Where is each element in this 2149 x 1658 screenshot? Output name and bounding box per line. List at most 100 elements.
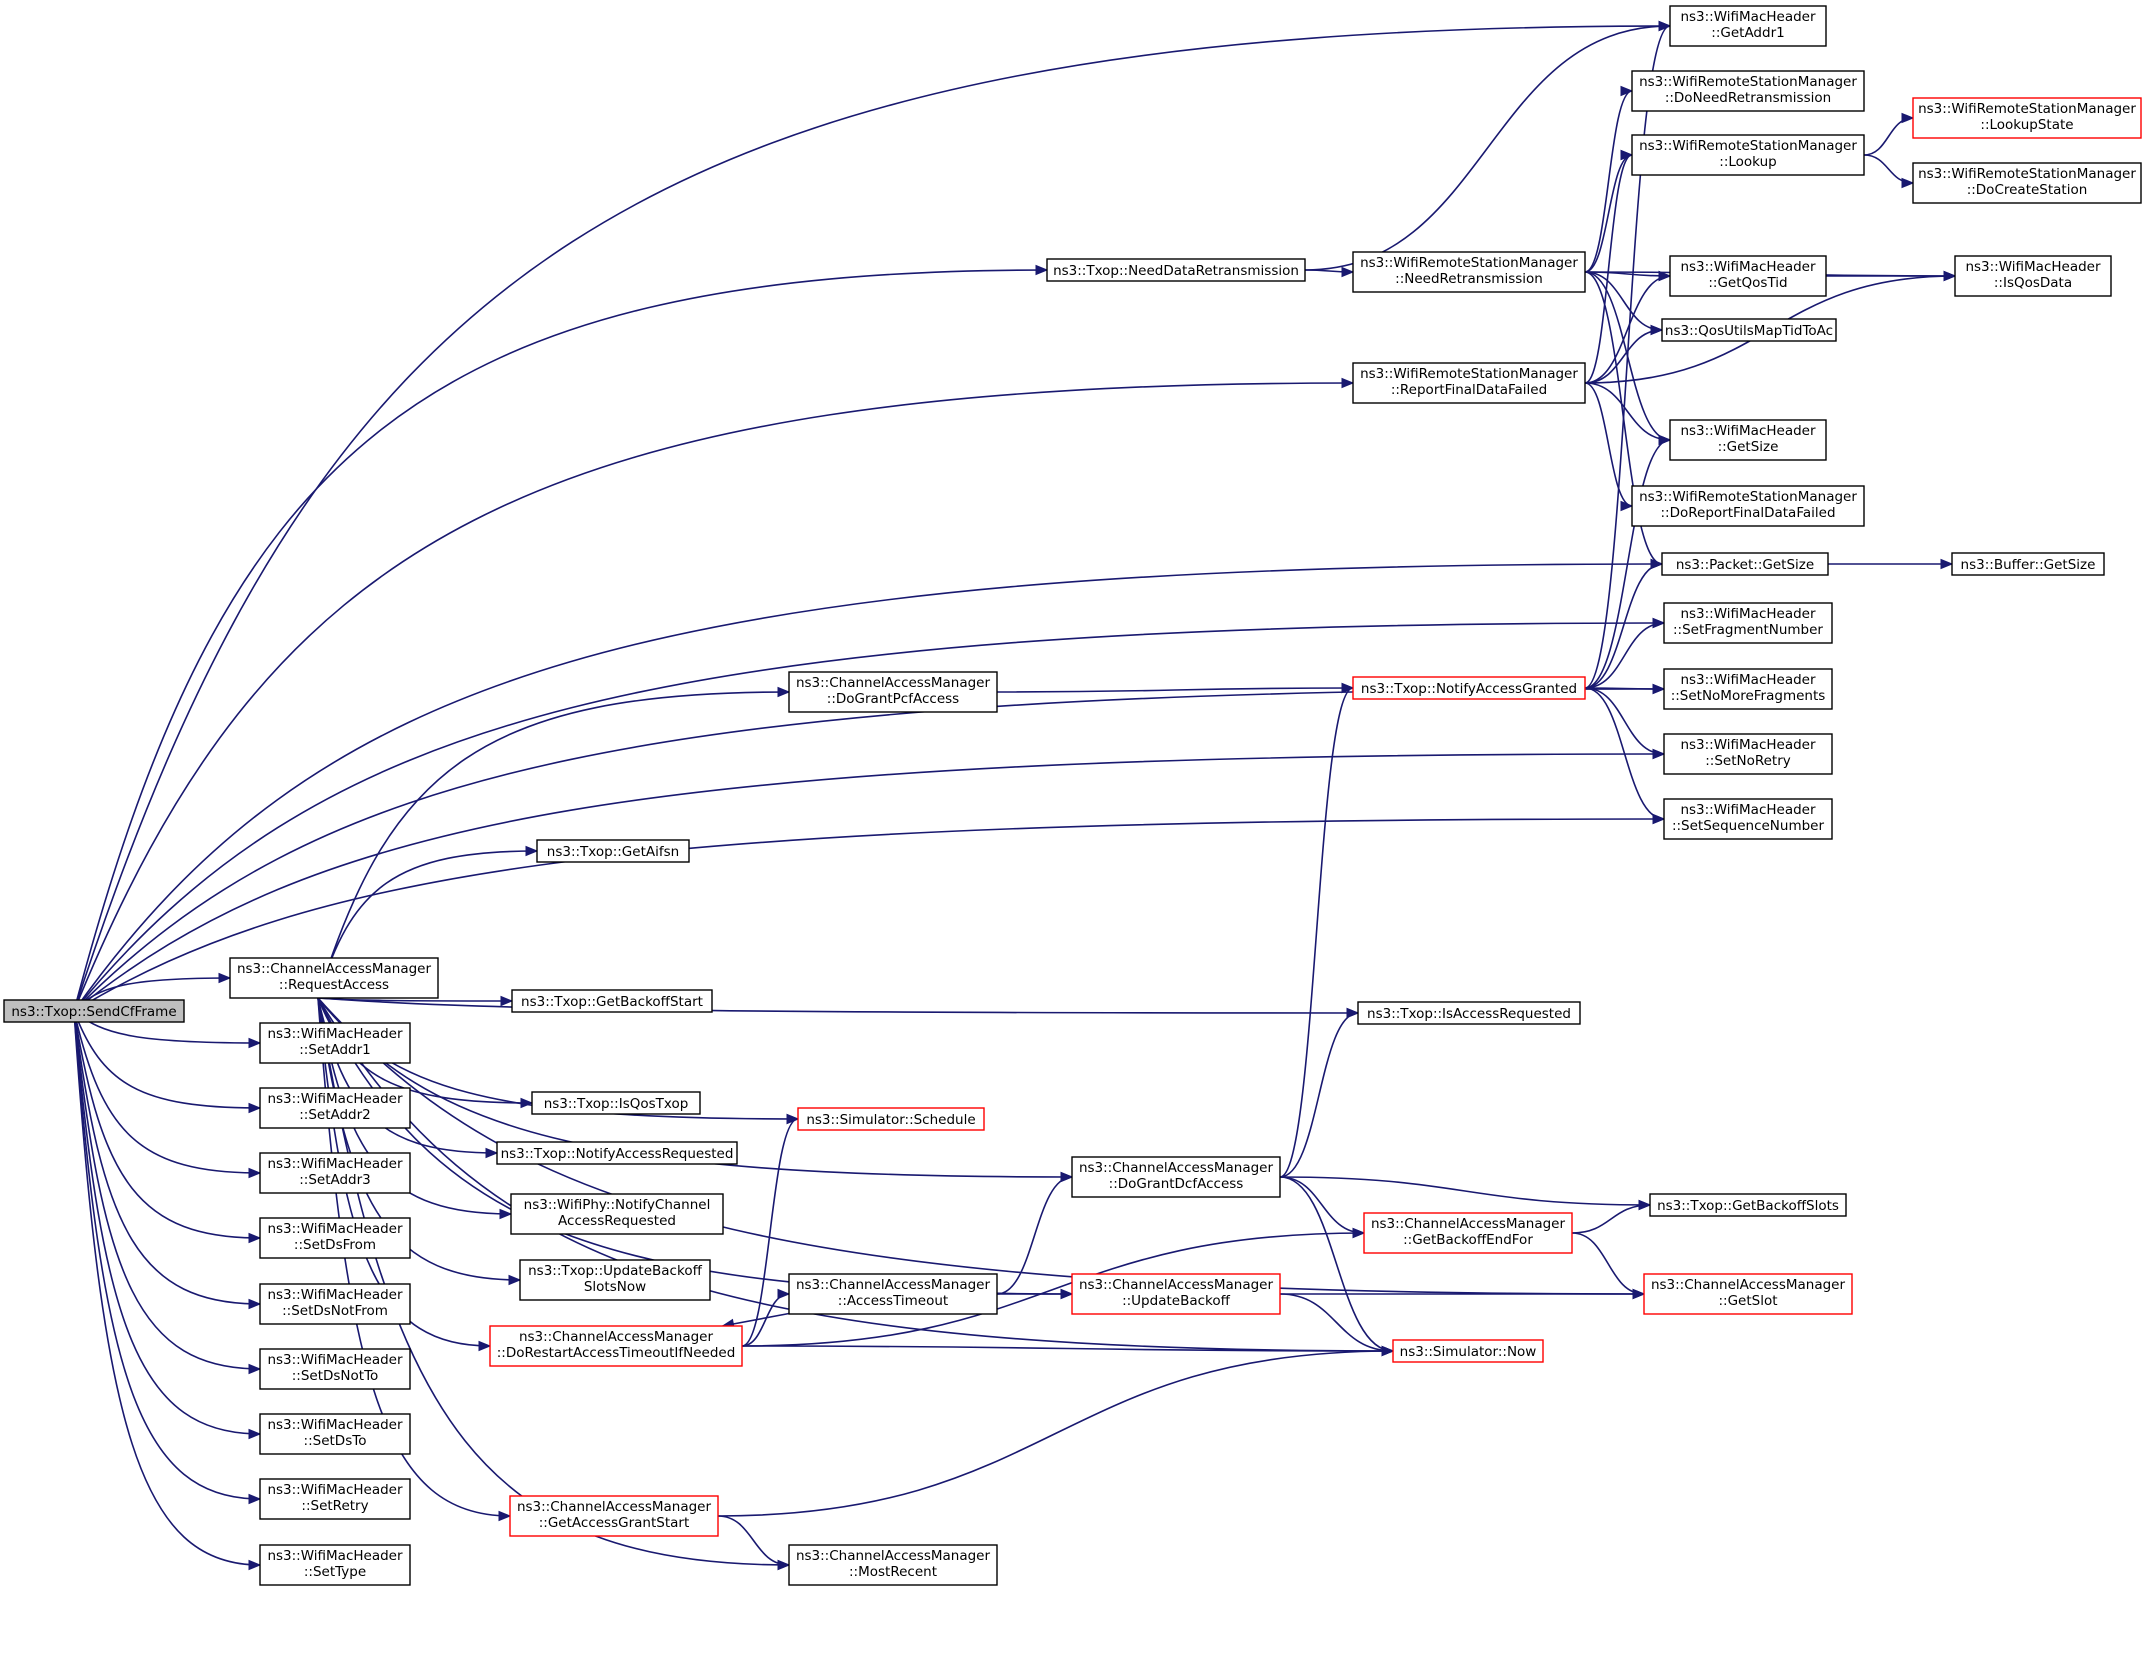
node-label: ns3::Txop::GetBackoffSlots <box>1657 1198 1839 1214</box>
node-qosutils[interactable]: ns3::QosUtilsMapTidToAc <box>1661 318 1837 342</box>
node-lookupstate[interactable]: ns3::WifiRemoteStationManager::LookupSta… <box>1912 97 2142 139</box>
node-setseq[interactable]: ns3::WifiMacHeader::SetSequenceNumber <box>1663 798 1833 840</box>
arrowhead-icon <box>248 1298 262 1310</box>
call-edge-lookup-to-docreate <box>1863 154 1914 184</box>
node-dograntpcf[interactable]: ns3::ChannelAccessManager::DoGrantPcfAcc… <box>788 671 998 713</box>
node-setretry[interactable]: ns3::WifiMacHeader::SetRetry <box>259 1478 411 1520</box>
call-edge-notifygranted-to-hdrgetsize <box>1584 439 1671 689</box>
node-label: ns3::WifiMacHeader <box>1680 802 1816 818</box>
node-label: ::MostRecent <box>849 1564 937 1580</box>
node-setnoretry[interactable]: ns3::WifiMacHeader::SetNoRetry <box>1663 733 1833 775</box>
node-needdata[interactable]: ns3::Txop::NeedDataRetransmission <box>1046 258 1306 282</box>
node-phynotify[interactable]: ns3::WifiPhy::NotifyChannelAccessRequest… <box>510 1193 724 1235</box>
node-label: ns3::Txop::IsQosTxop <box>544 1096 689 1112</box>
node-box <box>1363 1212 1573 1254</box>
node-reportfinal[interactable]: ns3::WifiRemoteStationManager::ReportFin… <box>1352 362 1586 404</box>
call-edge-sendcf-to-setaddr3 <box>73 1010 261 1174</box>
arrowhead-icon <box>248 1559 262 1571</box>
node-pktgetsize[interactable]: ns3::Packet::GetSize <box>1661 552 1829 576</box>
node-box <box>1951 552 2105 576</box>
arrowhead-icon <box>1652 617 1666 629</box>
node-getaddr1[interactable]: ns3::WifiMacHeader::GetAddr1 <box>1669 5 1827 47</box>
node-box <box>1661 318 1837 342</box>
node-simnow[interactable]: ns3::Simulator::Now <box>1392 1339 1544 1363</box>
node-box <box>1352 251 1586 293</box>
node-label: ns3::WifiRemoteStationManager <box>1360 255 1578 271</box>
node-setfrag[interactable]: ns3::WifiMacHeader::SetFragmentNumber <box>1663 602 1833 644</box>
node-mostrecent[interactable]: ns3::ChannelAccessManager::MostRecent <box>788 1544 998 1586</box>
call-edge-dograntdcf-to-isaccessreq <box>1279 1012 1359 1178</box>
node-dograntdcf[interactable]: ns3::ChannelAccessManager::DoGrantDcfAcc… <box>1071 1156 1281 1198</box>
node-sendcf[interactable]: ns3::Txop::SendCfFrame <box>3 999 185 1023</box>
node-label: ::SetNoRetry <box>1705 753 1791 769</box>
node-label: ::DoNeedRetransmission <box>1665 90 1831 106</box>
node-box <box>229 957 439 999</box>
node-box <box>511 989 713 1013</box>
node-setaddr1[interactable]: ns3::WifiMacHeader::SetAddr1 <box>259 1022 411 1064</box>
node-label: ::DoRestartAccessTimeoutIfNeeded <box>497 1345 736 1361</box>
node-lookup[interactable]: ns3::WifiRemoteStationManager::Lookup <box>1631 134 1865 176</box>
node-box <box>1663 602 1833 644</box>
node-label: ::SetAddr2 <box>299 1107 371 1123</box>
node-setaddr3[interactable]: ns3::WifiMacHeader::SetAddr3 <box>259 1152 411 1194</box>
node-getbackoffstart[interactable]: ns3::Txop::GetBackoffStart <box>511 989 713 1013</box>
arrowhead-icon <box>525 845 539 857</box>
node-setdsto[interactable]: ns3::WifiMacHeader::SetDsTo <box>259 1413 411 1455</box>
node-box <box>1071 1273 1281 1315</box>
node-doreportfinal[interactable]: ns3::WifiRemoteStationManager::DoReportF… <box>1631 485 1865 527</box>
node-isqostxop[interactable]: ns3::Txop::IsQosTxop <box>531 1091 701 1115</box>
node-hdrgetsize[interactable]: ns3::WifiMacHeader::GetSize <box>1669 419 1827 461</box>
call-edge-updatebackoff-to-simnow <box>1279 1293 1394 1352</box>
arrowhead-icon <box>1940 558 1954 570</box>
node-docreate[interactable]: ns3::WifiRemoteStationManager::DoCreateS… <box>1912 162 2142 204</box>
node-label: ns3::Txop::NotifyAccessRequested <box>501 1146 734 1162</box>
node-requestaccess[interactable]: ns3::ChannelAccessManager::RequestAccess <box>229 957 439 999</box>
node-getbackoffend[interactable]: ns3::ChannelAccessManager::GetBackoffEnd… <box>1363 1212 1573 1254</box>
node-box <box>1669 5 1827 47</box>
node-isaccessreq[interactable]: ns3::Txop::IsAccessRequested <box>1357 1001 1581 1025</box>
node-needretx[interactable]: ns3::WifiRemoteStationManager::NeedRetra… <box>1352 251 1586 293</box>
node-setdsfrom[interactable]: ns3::WifiMacHeader::SetDsFrom <box>259 1217 411 1259</box>
node-setnomore[interactable]: ns3::WifiMacHeader::SetNoMoreFragments <box>1663 668 1833 710</box>
arrowhead-icon <box>248 1037 262 1049</box>
node-bufgetsize[interactable]: ns3::Buffer::GetSize <box>1951 552 2105 576</box>
node-label: ns3::WifiMacHeader <box>267 1287 403 1303</box>
arrowhead-icon <box>1060 1288 1074 1300</box>
node-box <box>259 1413 411 1455</box>
node-label: ns3::WifiMacHeader <box>267 1417 403 1433</box>
call-edge-dograntpcf-to-notifygranted <box>996 687 1354 693</box>
node-box <box>519 1259 711 1301</box>
call-edge-sendcf-to-setdsnotfrom <box>73 1010 261 1305</box>
node-settype[interactable]: ns3::WifiMacHeader::SetType <box>259 1544 411 1586</box>
node-notifyaccreq[interactable]: ns3::Txop::NotifyAccessRequested <box>496 1141 738 1165</box>
node-accesstimeout[interactable]: ns3::ChannelAccessManager::AccessTimeout <box>788 1273 998 1315</box>
node-label: ns3::Simulator::Now <box>1400 1344 1537 1360</box>
node-box <box>259 1152 411 1194</box>
node-updatebackoff[interactable]: ns3::ChannelAccessManager::UpdateBackoff <box>1071 1273 1281 1315</box>
node-getaifsn[interactable]: ns3::Txop::GetAifsn <box>536 839 690 863</box>
node-setaddr2[interactable]: ns3::WifiMacHeader::SetAddr2 <box>259 1087 411 1129</box>
node-setdsnotto[interactable]: ns3::WifiMacHeader::SetDsNotTo <box>259 1348 411 1390</box>
node-doneedretx[interactable]: ns3::WifiRemoteStationManager::DoNeedRet… <box>1631 70 1865 112</box>
node-getbackoffslots[interactable]: ns3::Txop::GetBackoffSlots <box>1649 1193 1847 1217</box>
arrowhead-icon <box>1620 149 1634 161</box>
node-dorestart[interactable]: ns3::ChannelAccessManager::DoRestartAcce… <box>489 1325 743 1367</box>
node-notifygranted[interactable]: ns3::Txop::NotifyAccessGranted <box>1352 676 1586 700</box>
node-schedule[interactable]: ns3::Simulator::Schedule <box>797 1107 985 1131</box>
arrowhead-icon <box>1620 500 1634 512</box>
node-label: ns3::WifiMacHeader <box>1680 423 1816 439</box>
node-label: ns3::ChannelAccessManager <box>1371 1216 1566 1232</box>
call-edge-sendcf-to-setdsto <box>73 1010 261 1435</box>
node-label: ns3::WifiRemoteStationManager <box>1639 74 1857 90</box>
node-getaccgrant[interactable]: ns3::ChannelAccessManager::GetAccessGran… <box>509 1495 719 1537</box>
node-label: ns3::ChannelAccessManager <box>519 1329 714 1345</box>
call-edge-getaccgrant-to-simnow <box>717 1350 1394 1517</box>
node-isqosdata[interactable]: ns3::WifiMacHeader::IsQosData <box>1954 255 2112 297</box>
node-setdsnotfrom[interactable]: ns3::WifiMacHeader::SetDsNotFrom <box>259 1283 411 1325</box>
node-getqostid[interactable]: ns3::WifiMacHeader::GetQosTid <box>1669 255 1827 297</box>
node-box <box>797 1107 985 1131</box>
call-edge-notifygranted-to-setnoretry <box>1584 687 1665 755</box>
node-getslot[interactable]: ns3::ChannelAccessManager::GetSlot <box>1643 1273 1853 1315</box>
node-label: ::GetAccessGrantStart <box>539 1515 689 1531</box>
